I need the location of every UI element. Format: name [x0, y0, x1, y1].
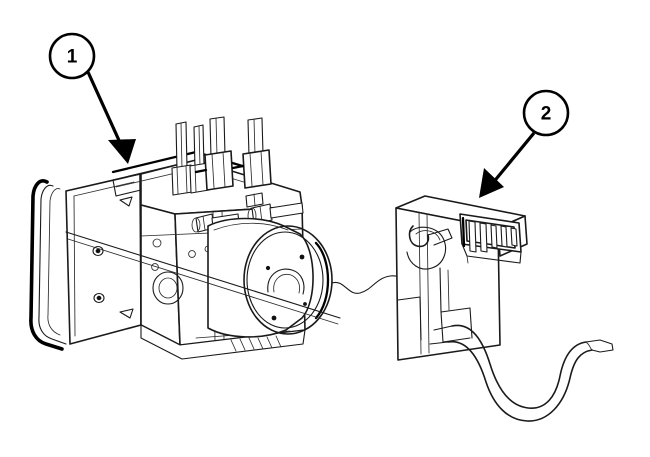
callout-2-leader — [490, 131, 536, 186]
hydraulic-ports — [171, 116, 272, 196]
callout-1-number: 1 — [67, 47, 78, 68]
section-parting-line — [65, 231, 341, 319]
callout-1-arrowhead — [108, 139, 136, 164]
pump-motor — [207, 217, 333, 338]
terminal-pins — [468, 220, 518, 253]
callout-1-leader — [86, 71, 124, 148]
connector-shroud — [459, 213, 522, 264]
callout-2-number: 2 — [541, 104, 552, 125]
hydraulic-port-4 — [242, 117, 272, 189]
callout-2-arrowhead — [479, 168, 504, 198]
electrical-connector-module — [395, 195, 614, 422]
mounting-bracket — [29, 173, 142, 351]
foot-hatching — [230, 335, 282, 352]
callout-2-circle — [522, 89, 570, 137]
callout-2: 2 — [479, 89, 570, 198]
callout-1: 1 — [48, 32, 136, 164]
wire-harness — [429, 324, 614, 422]
hydraulic-port-1 — [171, 121, 193, 196]
hydraulic-port-3 — [204, 116, 234, 191]
hydraulic-control-unit — [29, 116, 341, 360]
callout-1-circle — [48, 32, 96, 80]
